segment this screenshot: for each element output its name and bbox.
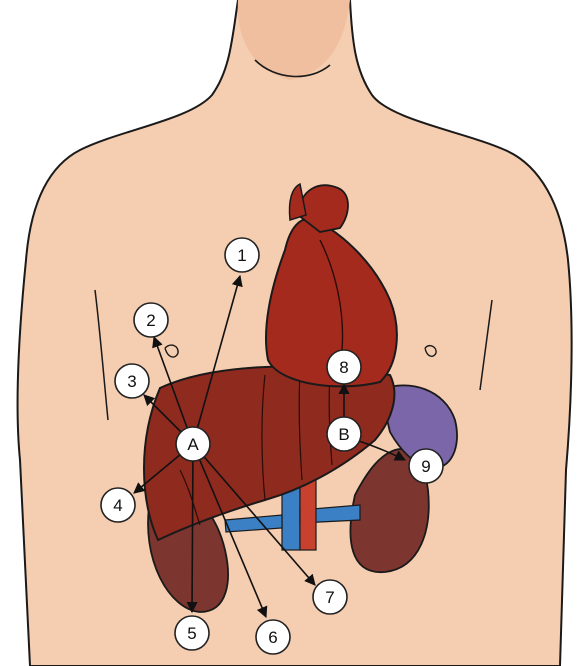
callout-9-label: 9	[421, 457, 430, 476]
callout-7-label: 7	[325, 588, 334, 607]
hub-b-label: B	[338, 425, 349, 444]
callout-6: 6	[256, 620, 290, 654]
callout-4: 4	[101, 488, 135, 522]
hub-a-label: A	[187, 435, 199, 454]
hub-b: B	[327, 417, 361, 451]
callout-5-label: 5	[187, 624, 196, 643]
callout-6-label: 6	[268, 628, 277, 647]
callout-5: 5	[175, 616, 209, 650]
callout-7: 7	[313, 580, 347, 614]
callout-2: 2	[134, 303, 168, 337]
callout-4-label: 4	[113, 496, 122, 515]
callout-3: 3	[115, 364, 149, 398]
callout-1: 1	[225, 238, 259, 272]
callout-1-label: 1	[237, 246, 246, 265]
callout-3-label: 3	[127, 372, 136, 391]
callout-9: 9	[409, 449, 443, 483]
callout-8-label: 8	[339, 358, 348, 377]
arrow-a-5	[192, 444, 193, 612]
callout-2-label: 2	[146, 311, 155, 330]
callout-8: 8	[327, 350, 361, 384]
hub-a: A	[176, 427, 210, 461]
